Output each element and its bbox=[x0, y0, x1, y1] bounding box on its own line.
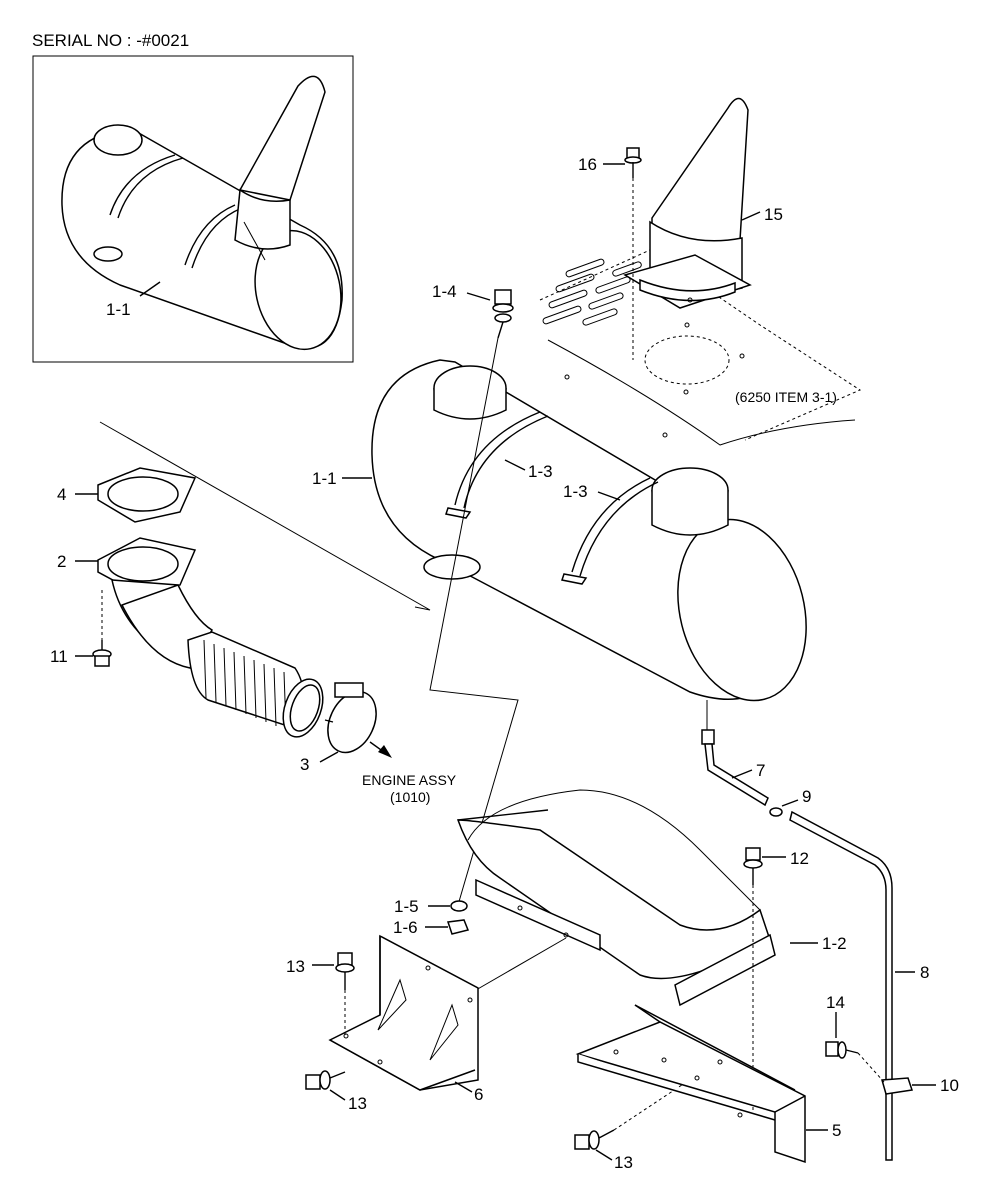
saddle-bracket-1-2: 1-2 bbox=[456, 789, 847, 1007]
label-10: 10 bbox=[940, 1076, 959, 1095]
inset-muffler-view: 1-1 bbox=[32, 55, 354, 363]
muffler-main-1-1: 1-1 1-3 1-3 bbox=[312, 359, 807, 702]
label-1-3-b: 1-3 bbox=[563, 482, 588, 501]
serial-number: SERIAL NO : -#0021 bbox=[32, 31, 189, 50]
label-6250-item-3-1: (6250 ITEM 3-1) bbox=[735, 389, 837, 405]
drain-tubing: 7 9 8 10 14 bbox=[701, 700, 959, 1161]
label-engine-assy: ENGINE ASSY bbox=[362, 772, 457, 788]
label-1-1: 1-1 bbox=[312, 469, 337, 488]
bolt-11: 11 bbox=[50, 590, 112, 667]
label-7: 7 bbox=[756, 761, 765, 780]
label-16: 16 bbox=[578, 155, 597, 174]
label-5: 5 bbox=[832, 1121, 841, 1140]
label-11: 11 bbox=[50, 647, 68, 666]
washer-nut: 1-5 1-6 bbox=[393, 897, 470, 937]
bracket-6: 6 bbox=[328, 934, 483, 1104]
label-1-3-a: 1-3 bbox=[528, 462, 553, 481]
bolt-1-4: 1-4 bbox=[429, 282, 519, 906]
bolt-13-a: 13 bbox=[286, 952, 355, 1036]
label-2: 2 bbox=[57, 552, 66, 571]
label-inset-1-1: 1-1 bbox=[106, 300, 131, 319]
label-13-a: 13 bbox=[286, 957, 305, 976]
exhaust-pipe-assembly: 4 2 3 ENGINE ASSY bbox=[57, 421, 457, 805]
bolt-13-b: 13 bbox=[305, 1070, 367, 1113]
bolt-16: 16 bbox=[578, 147, 642, 360]
label-4: 4 bbox=[57, 485, 66, 504]
label-13-b: 13 bbox=[348, 1094, 367, 1113]
label-engine-1010: (1010) bbox=[390, 789, 430, 805]
label-13-c: 13 bbox=[614, 1153, 633, 1172]
label-1-2: 1-2 bbox=[822, 934, 847, 953]
label-8: 8 bbox=[920, 963, 929, 982]
label-6: 6 bbox=[474, 1085, 483, 1104]
label-9: 9 bbox=[802, 787, 811, 806]
label-1-5: 1-5 bbox=[394, 897, 419, 916]
label-15: 15 bbox=[764, 205, 783, 224]
bracket-5: 5 bbox=[575, 1004, 841, 1164]
label-14: 14 bbox=[826, 993, 845, 1012]
roof-plate-reference: (6250 ITEM 3-1) bbox=[539, 249, 862, 446]
label-12: 12 bbox=[790, 849, 809, 868]
exhaust-stack-15: 15 bbox=[623, 97, 783, 309]
label-1-6: 1-6 bbox=[393, 918, 418, 937]
label-3: 3 bbox=[300, 755, 309, 774]
label-1-4: 1-4 bbox=[432, 282, 457, 301]
